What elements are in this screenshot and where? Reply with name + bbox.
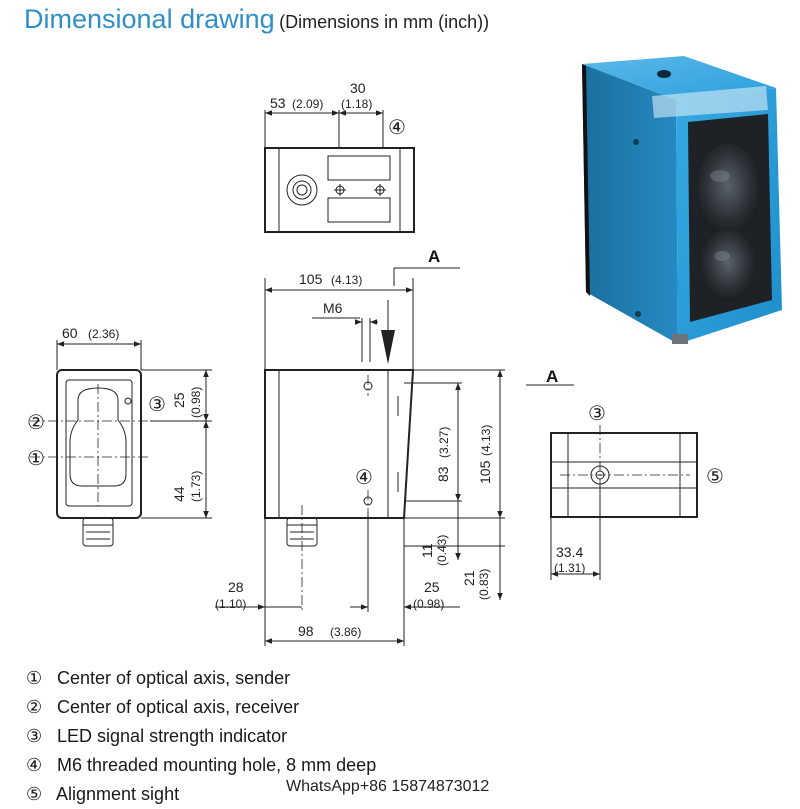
dim-28: 28 xyxy=(228,579,244,595)
dim-60: 60 xyxy=(62,325,78,341)
dim-11-inch: (0.43) xyxy=(435,535,449,566)
dim-21-inch: (0.83) xyxy=(477,569,491,600)
dim-105-height-inch: (4.13) xyxy=(479,425,493,456)
detail-view-a: A ③ ⑤ 33.4 (1.31) xyxy=(526,367,724,580)
dim-25-bottom: 25 xyxy=(424,579,440,595)
dim-98: 98 xyxy=(298,623,314,639)
legend-text: LED signal strength indicator xyxy=(57,726,288,746)
thread-label-m6: M6 xyxy=(323,300,343,316)
dim-21: 21 xyxy=(461,570,477,586)
detail-callout-5: ⑤ xyxy=(706,466,724,488)
title-main: Dimensional drawing xyxy=(24,4,275,34)
top-view: 53 (2.09) 30 (1.18) ④ xyxy=(264,80,415,233)
legend-number: ① xyxy=(26,668,43,689)
legend-item-3: ③ LED signal strength indicator xyxy=(26,722,376,751)
legend-text: Alignment sight xyxy=(56,784,180,804)
legend: ① Center of optical axis, sender ② Cente… xyxy=(26,664,376,809)
front-callout-2: ② xyxy=(27,412,45,434)
front-callout-1: ① xyxy=(27,448,45,470)
legend-number: ③ xyxy=(26,726,43,747)
side-view: A 105 (4.13) M6 ④ xyxy=(215,247,505,646)
product-photo xyxy=(582,56,782,344)
dim-98-inch: (3.86) xyxy=(330,625,361,639)
title-subtitle: (Dimensions in mm (inch)) xyxy=(279,12,490,32)
dim-30: 30 xyxy=(350,80,366,96)
dim-28-inch: (1.10) xyxy=(215,597,246,611)
watermark-contact: WhatsApp+86 15874873012 xyxy=(286,778,490,795)
front-callout-3: ③ xyxy=(148,394,166,416)
page-title: Dimensional drawing (Dimensions in mm (i… xyxy=(24,4,489,35)
dim-53-inch: (2.09) xyxy=(292,97,323,111)
side-callout-4: ④ xyxy=(355,467,373,489)
legend-number: ② xyxy=(26,697,43,718)
dim-105-height: 105 xyxy=(477,460,493,484)
front-dim-25: 25 xyxy=(171,392,187,408)
dim-30-inch: (1.18) xyxy=(341,97,372,111)
front-view: 60 (2.36) 25 (0.98) 44 (1.73) ② ① ③ xyxy=(27,325,212,547)
dim-53: 53 xyxy=(270,95,286,111)
top-callout-4: ④ xyxy=(388,117,406,139)
legend-number: ④ xyxy=(26,755,43,776)
dim-11: 11 xyxy=(419,543,435,558)
dim-105-width-inch: (4.13) xyxy=(331,273,362,287)
legend-item-2: ② Center of optical axis, receiver xyxy=(26,693,376,722)
front-dim-44-inch: (1.73) xyxy=(189,471,203,502)
legend-item-4: ④ M6 threaded mounting hole, 8 mm deep xyxy=(26,751,376,780)
dim-83-inch: (3.27) xyxy=(437,427,451,458)
legend-text: Center of optical axis, sender xyxy=(57,668,291,688)
detail-dim-33-inch: (1.31) xyxy=(554,561,585,575)
detail-section-mark-a: A xyxy=(546,367,558,386)
legend-text: M6 threaded mounting hole, 8 mm deep xyxy=(57,755,377,775)
dim-25-bottom-inch: (0.98) xyxy=(413,597,444,611)
legend-text: Center of optical axis, receiver xyxy=(57,697,300,717)
detail-callout-3: ③ xyxy=(588,403,606,425)
dim-105-width: 105 xyxy=(299,271,323,287)
detail-dim-33: 33.4 xyxy=(556,544,583,560)
section-mark-a: A xyxy=(428,247,440,266)
dim-83: 83 xyxy=(435,466,451,482)
legend-item-1: ① Center of optical axis, sender xyxy=(26,664,376,693)
legend-number: ⑤ xyxy=(26,784,43,805)
front-dim-25-inch: (0.98) xyxy=(189,387,203,418)
front-dim-44: 44 xyxy=(171,486,187,502)
dim-60-inch: (2.36) xyxy=(88,327,119,341)
